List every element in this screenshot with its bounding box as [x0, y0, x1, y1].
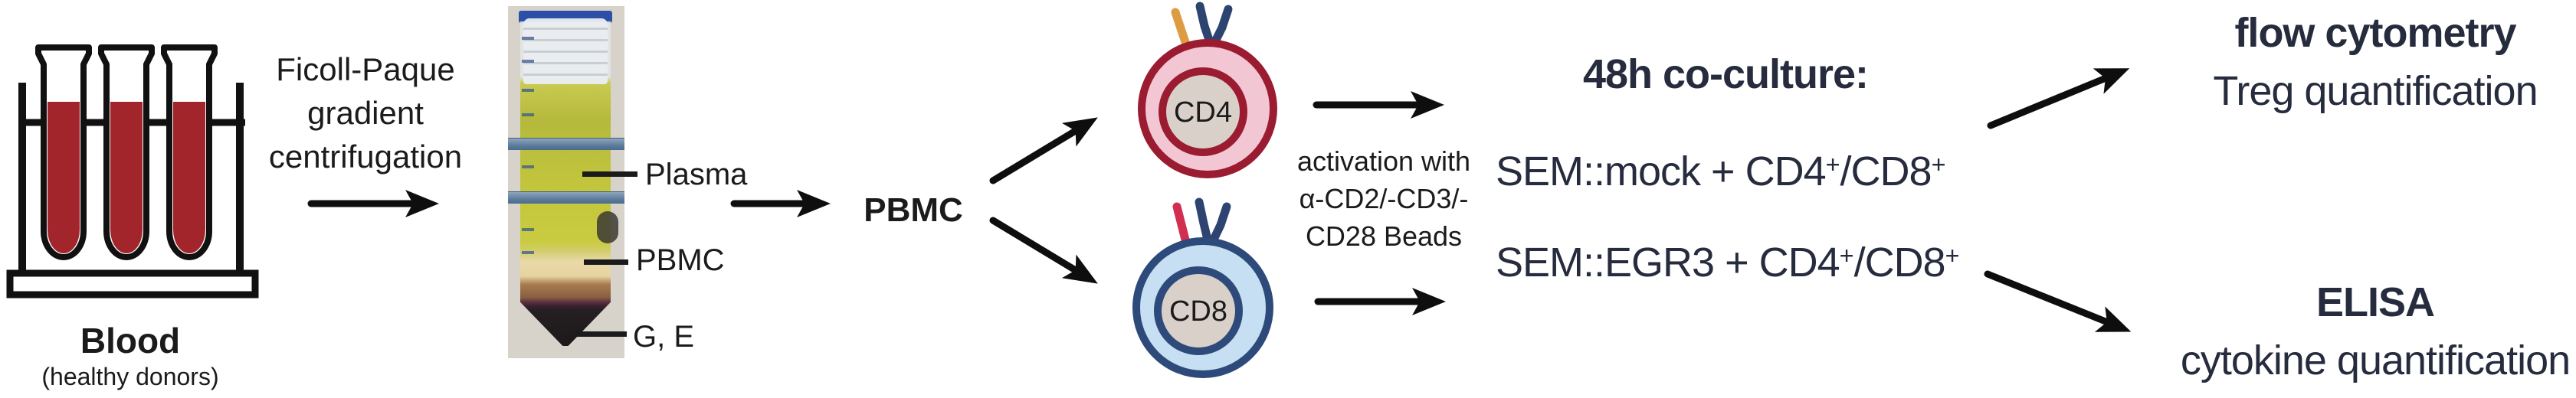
- tube-graduation-tick: [522, 89, 534, 92]
- ficoll-line-2: gradient: [307, 95, 424, 131]
- blood-tubes: [35, 44, 218, 260]
- cd4-nucleus: [1159, 67, 1247, 156]
- pbmc-pointer-line: [584, 259, 628, 265]
- clamp-bar-lower: [508, 191, 624, 204]
- coculture-condition-mock: SEM::mock + CD4+/CD8+: [1496, 148, 1946, 195]
- activation-line-1: activation with: [1296, 145, 1471, 177]
- cd4-cell-icon: CD4: [1138, 2, 1277, 178]
- tube-cap: [523, 18, 608, 84]
- treg-quantification-subtitle: Treg quantification: [2213, 68, 2538, 114]
- activation-line-3: CD28 Beads: [1305, 220, 1463, 252]
- ficoll-line-1: Ficoll-Paque: [276, 51, 455, 87]
- plasma-label: Plasma: [645, 158, 748, 191]
- tube-graduation-tick: [522, 251, 534, 254]
- gradient-tube-photo: [508, 6, 624, 358]
- flow-cytometry-title: flow cytometry: [2234, 10, 2516, 56]
- cytokine-quantification-subtitle: cytokine quantification: [2180, 338, 2571, 383]
- tube-graduation-tick: [522, 165, 534, 168]
- blood-tube-rack-icon: [6, 44, 259, 298]
- arrow-to-elisa: [1984, 270, 2132, 332]
- pbmc-layer-label: PBMC: [636, 243, 725, 277]
- cd4-receptor-orange: [1171, 8, 1191, 49]
- arrow-to-flow-cytometry: [1987, 68, 2130, 129]
- cd4-cell-label: CD4: [1174, 96, 1232, 129]
- cd8-receptor-navy: [1208, 202, 1231, 247]
- arrow-pbmc-to-cd8: [989, 217, 1098, 284]
- cd8-receptor-red: [1172, 202, 1191, 247]
- clamp-bar-upper: [508, 138, 624, 150]
- ge-pointer-line: [570, 331, 627, 337]
- cd4-receptor-navy: [1209, 5, 1233, 49]
- pbmc-node-label: PBMC: [864, 191, 963, 229]
- plasma-pointer-line: [582, 171, 637, 177]
- coculture-condition-egr3: SEM::EGR3 + CD4+/CD8+: [1496, 240, 1960, 286]
- cd8-receptor-navy: [1195, 197, 1213, 247]
- blood-tube: [161, 44, 218, 260]
- clamp-knob: [597, 211, 618, 243]
- cd4-receptor-navy: [1195, 2, 1215, 49]
- cd8-nucleus: [1154, 266, 1243, 355]
- tube-graduation-tick: [522, 228, 534, 231]
- coculture-title: 48h co-culture:: [1582, 51, 1869, 97]
- granulocytes-erythrocytes-label: G, E: [633, 320, 695, 354]
- cd8-cell-icon: CD8: [1132, 197, 1273, 378]
- tube-graduation-tick: [522, 113, 534, 116]
- arrow-pbmc-to-cd4: [989, 117, 1098, 184]
- ficoll-step-label: Ficoll-Paque gradient centrifugation: [253, 47, 478, 178]
- blood-title: Blood: [80, 321, 181, 360]
- rack-base: [6, 269, 259, 298]
- ficoll-line-3: centrifugation: [268, 139, 463, 175]
- tube-graduation-tick: [522, 60, 534, 63]
- blood-tube: [35, 44, 92, 260]
- blood-subtitle: (healthy donors): [41, 363, 219, 390]
- activation-line-2: α-CD2/-CD3/-: [1299, 183, 1469, 214]
- cd8-cell-label: CD8: [1169, 295, 1227, 328]
- activation-label: activation with α-CD2/-CD3/- CD28 Beads: [1272, 142, 1496, 255]
- blood-tube: [98, 44, 155, 260]
- elisa-title: ELISA: [2315, 279, 2435, 325]
- tube-graduation-tick: [522, 37, 534, 40]
